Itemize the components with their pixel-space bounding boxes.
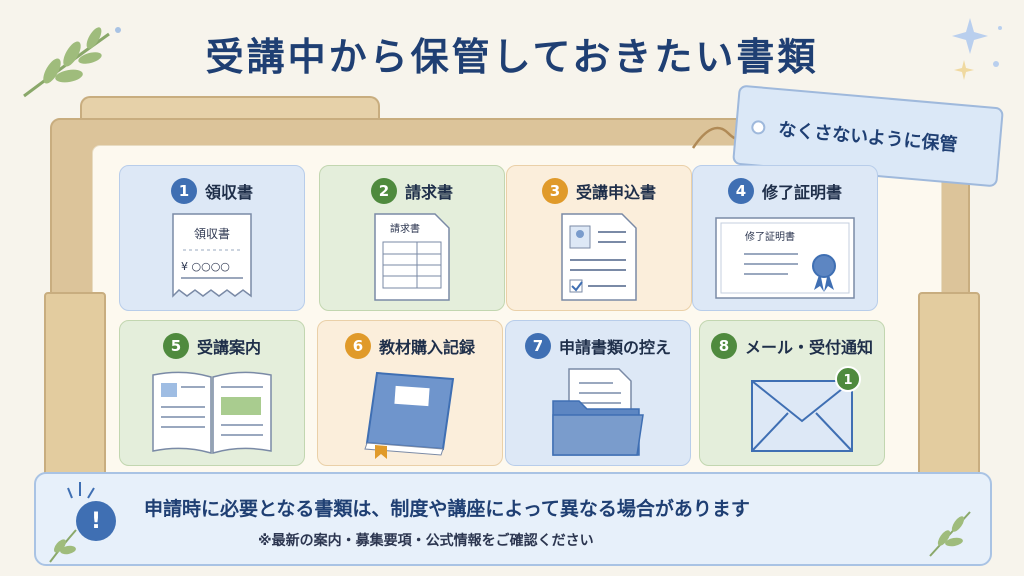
invoice-heading: 請求書 — [390, 222, 420, 235]
notice-sub-text: ※最新の案内・募集要項・公式情報をご確認ください — [258, 533, 594, 549]
certificate-heading: 修了証明書 — [745, 230, 795, 243]
card-label: 受講申込書 — [575, 183, 656, 202]
card-number: 7 — [524, 333, 551, 359]
document-card-receipt: 1 領収書 領収書 ¥ ○○○○ — [119, 165, 305, 311]
notebook-icon — [364, 371, 455, 459]
invoice-icon: 請求書 — [374, 213, 450, 301]
folder-front-right — [918, 292, 980, 478]
open-book-icon — [152, 371, 272, 454]
document-card-certificate: 4 修了証明書 修了証明書 — [692, 165, 878, 311]
card-label: 受講案内 — [196, 338, 261, 357]
certificate-icon: 修了証明書 — [715, 217, 855, 299]
notice-box: ! 申請時に必要となる書類は、制度や講座によって異なる場合があります ※最新の案… — [34, 472, 992, 566]
receipt-icon: 領収書 ¥ ○○○○ — [172, 213, 252, 298]
card-label: 修了証明書 — [761, 183, 842, 202]
card-label: 請求書 — [404, 183, 453, 202]
receipt-amount: ¥ ○○○○ — [181, 260, 230, 273]
card-number: 8 — [710, 333, 737, 359]
document-card-invoice: 2 請求書 請求書 — [319, 165, 505, 311]
envelope-icon: 1 — [751, 366, 861, 452]
card-number: 4 — [727, 178, 754, 204]
storage-tag-label: なくさないように保管 — [777, 119, 959, 156]
card-number: 6 — [344, 333, 371, 359]
card-label: メール・受付通知 — [744, 338, 873, 357]
notification-badge: 1 — [843, 373, 852, 388]
leaf-icon — [49, 529, 77, 563]
application-form-icon — [561, 213, 637, 301]
card-number: 3 — [541, 178, 568, 204]
document-card-application: 3 受講申込書 — [506, 165, 692, 311]
document-folder-icon — [552, 368, 644, 456]
card-number: 2 — [370, 178, 397, 204]
page-title: 受講中から保管しておきたい書類 — [205, 35, 819, 79]
card-label: 教材購入記録 — [378, 338, 475, 357]
card-number: 1 — [170, 178, 197, 204]
exclamation-icon: ! — [76, 501, 116, 541]
card-label: 領収書 — [204, 183, 253, 202]
sparkle-lines-icon — [67, 482, 95, 499]
card-label: 申請書類の控え — [558, 338, 671, 357]
receipt-heading: 領収書 — [194, 226, 230, 241]
document-card-email: 8 メール・受付通知 1 — [699, 320, 885, 466]
sparkle-icon — [952, 18, 1002, 80]
leaf-sprig-icon — [929, 511, 971, 557]
document-card-materials: 6 教材購入記録 — [317, 320, 503, 466]
leaf-sprig-icon — [23, 27, 121, 98]
document-card-copies: 7 申請書類の控え — [505, 320, 691, 466]
document-card-guide: 5 受講案内 — [119, 320, 305, 466]
notice-main-text: 申請時に必要となる書類は、制度や講座によって異なる場合があります — [144, 498, 750, 520]
card-number: 5 — [162, 333, 189, 359]
folder-front-left — [44, 292, 106, 478]
